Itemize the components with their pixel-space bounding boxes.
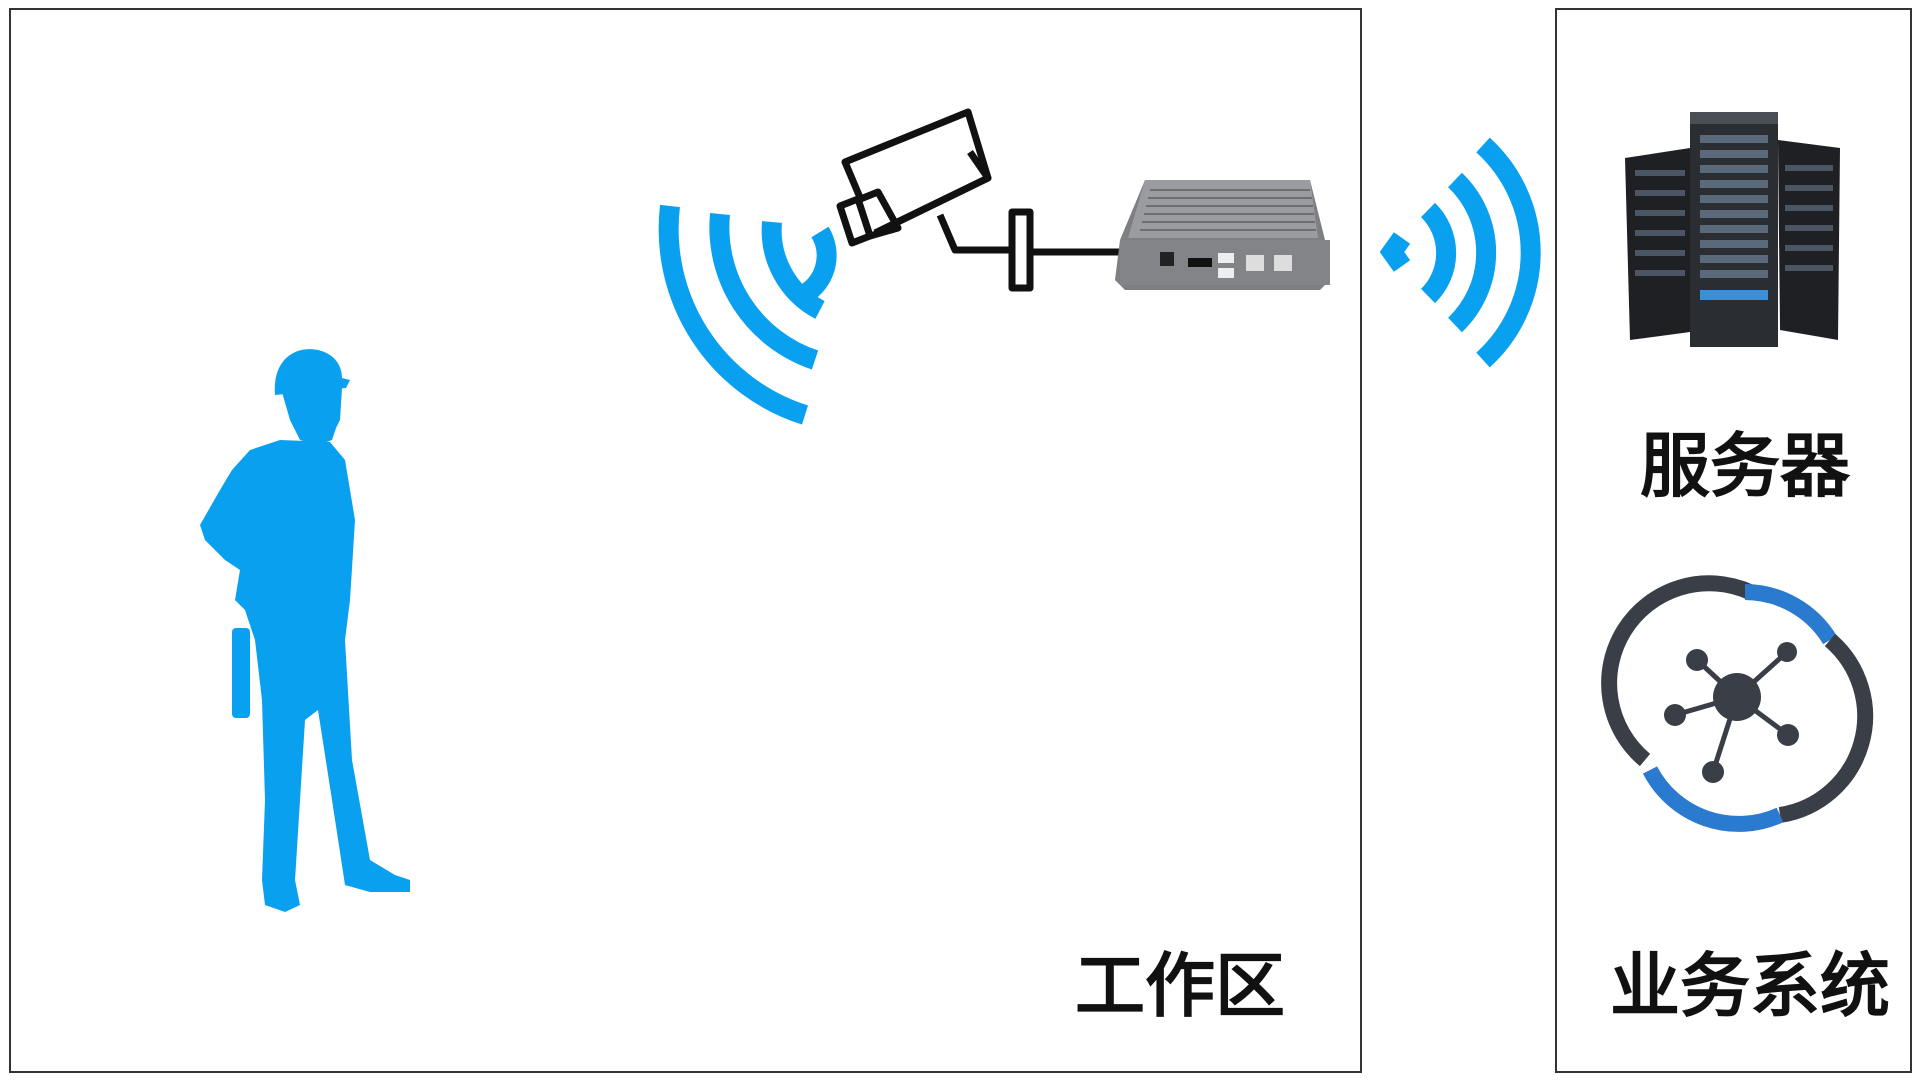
edge-box-icon [1115, 180, 1330, 290]
worker-silhouette-icon [200, 349, 410, 912]
server-rack-icon [1625, 112, 1840, 347]
work-area-label: 工作区 [1075, 945, 1285, 1027]
network-hub-icon [1601, 575, 1874, 832]
server-label: 服务器 [1640, 425, 1850, 507]
wifi-signal-icon [658, 204, 837, 425]
camera-icon [836, 108, 1125, 292]
business-system-label: 业务系统 [1610, 945, 1890, 1027]
wifi-signal-icon [1379, 137, 1541, 368]
